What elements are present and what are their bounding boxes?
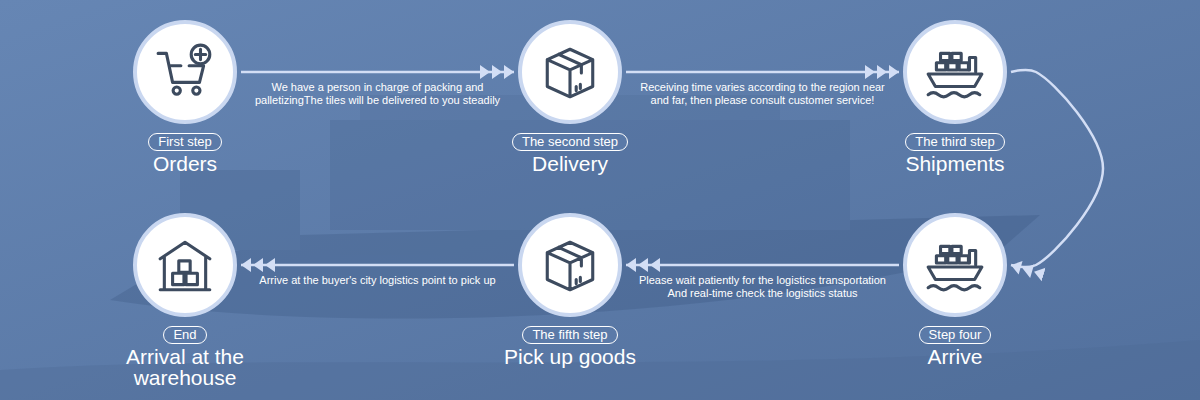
connector-label: Arrive at the buyer's city logistics poi… [259, 274, 495, 287]
flow-connector [241, 264, 514, 267]
step-title: Arrive [928, 346, 983, 367]
step-title: Arrival at the warehouse [98, 346, 273, 388]
connector-label: Receiving time varies according to the r… [634, 81, 891, 107]
step-node: Step fourArrive [903, 213, 1007, 367]
step-title: Orders [153, 153, 217, 174]
step-badge: The third step [905, 133, 1005, 151]
step-node: The third stepShipments [903, 20, 1007, 174]
step-icon-circle [518, 213, 622, 317]
step-icon-circle [133, 20, 237, 124]
step-badge: The second step [512, 133, 628, 151]
step-node: The second stepDelivery [512, 20, 628, 174]
step-icon-circle [133, 213, 237, 317]
step-icon-circle [903, 20, 1007, 124]
connector-label: We have a person in charge of packing an… [249, 81, 506, 107]
step-icon-circle [903, 213, 1007, 317]
step-title: Delivery [532, 153, 608, 174]
step-title: Pick up goods [504, 346, 636, 367]
step-badge: First step [148, 133, 221, 151]
ship-silhouette [110, 95, 1040, 318]
step-node: The fifth stepPick up goods [504, 213, 636, 367]
step-badge: The fifth step [522, 326, 617, 344]
step-badge: End [163, 326, 206, 344]
flow-connector [626, 264, 899, 267]
sea-wave [0, 340, 1200, 400]
step-title: Shipments [905, 153, 1004, 174]
step-icon-circle [518, 20, 622, 124]
connector-label: Please wait patiently for the logistics … [634, 274, 891, 300]
flow-connector [1011, 70, 1103, 267]
flow-connector [241, 71, 514, 74]
step-node: First stepOrders [133, 20, 237, 174]
step-node: EndArrival at the warehouse [98, 213, 273, 388]
container-stack [330, 120, 850, 230]
flow-connector [626, 71, 899, 74]
step-badge: Step four [919, 326, 992, 344]
